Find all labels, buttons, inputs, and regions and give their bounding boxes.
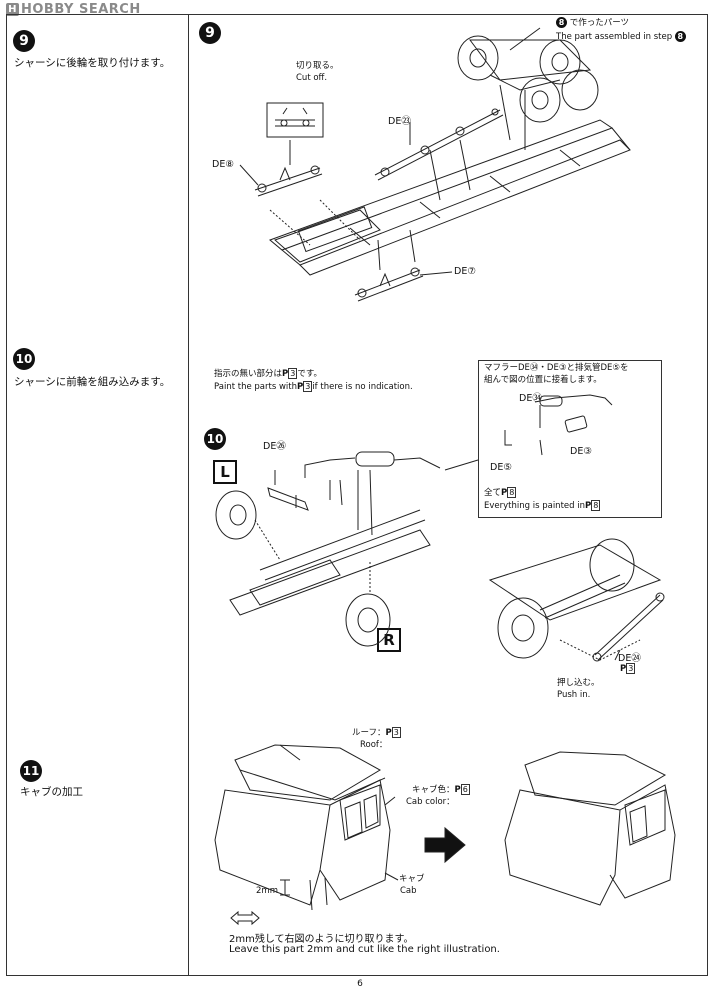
label-de5: DE⑤: [490, 462, 512, 473]
page-number: 6: [357, 979, 363, 989]
left-side-marker: L: [213, 460, 237, 484]
paint-prefix-3: P: [501, 488, 508, 498]
step-11-description: キャブの加工: [20, 786, 83, 798]
label-de34: DE㉞: [519, 393, 542, 404]
paint-ref-3-d: 3: [391, 727, 401, 738]
paint-prefix-5: P: [620, 664, 627, 674]
no-indication-jp-text: 指示の無い部分は: [214, 369, 283, 379]
label-de23: DE㉓: [388, 116, 411, 127]
muffler-inset-box: [478, 360, 662, 518]
hobby-search-watermark: H HOBBY SEARCH: [6, 1, 141, 17]
pushin-en: Push in.: [557, 690, 591, 700]
step-8-ref-icon: 8: [556, 17, 567, 28]
no-indication-jp-text-2: です。: [297, 369, 322, 379]
watermark-text: HOBBY SEARCH: [21, 1, 141, 17]
paint-ref-3-c: 3: [626, 663, 636, 674]
paint-prefix-1: P: [282, 369, 289, 379]
paint-prefix-7: P: [454, 785, 461, 795]
muffler-note-1: マフラーDE㉞・DE③と排気管DE⑤を: [484, 363, 629, 373]
paint-prefix-6: P: [385, 728, 392, 738]
label-de8: DE⑧: [212, 159, 234, 170]
assembled-note-jp: 8 で作ったパーツ: [556, 17, 629, 29]
watermark-badge: H: [6, 2, 19, 16]
leave-jp: 2mm残して右図のように切り取ります。: [229, 934, 414, 945]
step-8-ref-icon-2: 8: [674, 31, 686, 42]
page-frame: [6, 14, 708, 976]
label-de3: DE③: [570, 446, 592, 457]
cutoff-jp: 切り取る。: [296, 61, 339, 71]
no-indication-en-text: Paint the parts with: [214, 382, 297, 392]
paint-ref-3-b: 3: [303, 381, 313, 392]
paint-ref-3-a: 3: [288, 368, 298, 379]
assembled-note-jp-text: で作ったパーツ: [569, 18, 630, 28]
paint-prefix-2: P: [296, 382, 304, 392]
step-9-badge-left: 9: [13, 30, 35, 52]
step-10-badge: 10: [204, 428, 226, 450]
paint-ref-6: 6: [460, 784, 470, 795]
cabcolor-en: Cab color：: [406, 797, 455, 807]
roof-en: Roof：: [360, 740, 388, 750]
step-9-badge: 9: [199, 22, 221, 44]
all-en-text: Everything is painted in: [484, 501, 585, 511]
pushin-jp: 押し込む。: [557, 678, 600, 688]
assembled-note-en: The part assembled in step 8: [556, 31, 686, 43]
dim-2mm: 2mm: [256, 886, 278, 896]
step-10-badge-left: 10: [13, 348, 35, 370]
paint-ref-8-b: 8: [591, 500, 601, 511]
label-de7: DE⑦: [454, 266, 476, 277]
cab-jp: キャブ: [399, 874, 425, 884]
label-de24: DE㉔: [618, 653, 641, 664]
no-indication-en-text-2: if there is no indication.: [312, 382, 413, 392]
leave-en: Leave this part 2mm and cut like the rig…: [229, 944, 500, 955]
cabcolor-jp-text: キャブ色：: [412, 785, 455, 795]
roof-jp-text: ルーフ：: [352, 728, 386, 738]
label-de26: DE㉖: [263, 441, 286, 452]
cutoff-en: Cut off.: [296, 73, 328, 83]
step-9-description: シャーシに後輪を取り付けます。: [14, 57, 171, 69]
step-10-description: シャーシに前輪を組み込みます。: [14, 376, 171, 388]
step9-chassis-illustration: [239, 27, 631, 302]
paint-ref-8-a: 8: [507, 487, 517, 498]
step-11-badge-left: 11: [20, 760, 42, 782]
column-divider: [188, 14, 189, 976]
all-jp-text: 全て: [484, 488, 502, 498]
cab-en: Cab: [400, 886, 417, 896]
paint-prefix-4: P: [584, 501, 592, 511]
muffler-note-2: 組んで図の位置に接着します。: [484, 375, 602, 385]
assembled-note-en-text: The part assembled in step: [556, 32, 673, 42]
